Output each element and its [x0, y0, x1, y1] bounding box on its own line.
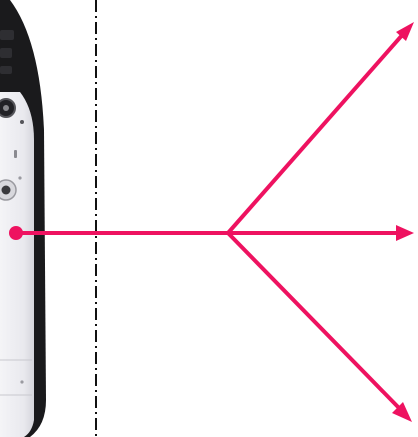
arrow-group — [9, 22, 414, 422]
equipment-unit-icon — [0, 0, 46, 437]
panel-slot — [14, 150, 17, 158]
device-panel — [0, 92, 34, 437]
arrow-upper-right — [228, 33, 404, 233]
arrow-lower-right — [228, 233, 400, 409]
dial-icon — [0, 180, 16, 200]
arrowhead-right — [396, 225, 414, 241]
